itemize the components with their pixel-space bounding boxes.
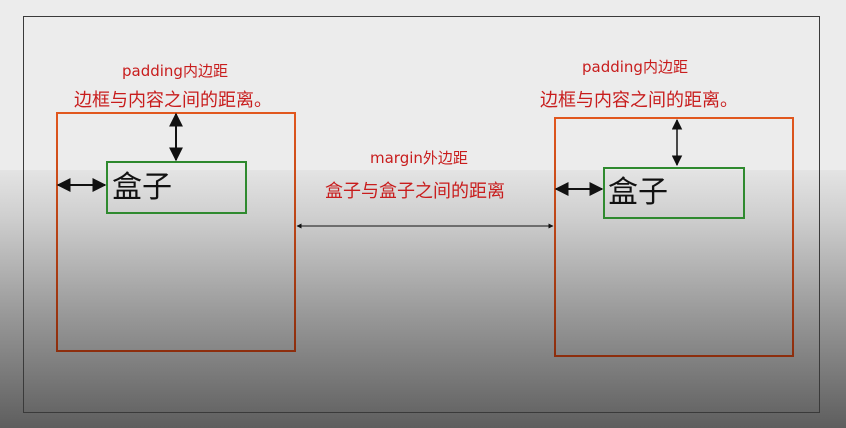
margin-desc: 盒子与盒子之间的距离 — [325, 181, 505, 202]
left-padding-title: padding内边距 — [122, 62, 228, 80]
diagram-frame — [23, 16, 820, 413]
left-content-label: 盒子 — [112, 170, 172, 205]
right-content-label: 盒子 — [608, 175, 668, 210]
right-padding-title: padding内边距 — [582, 58, 688, 76]
left-padding-desc: 边框与内容之间的距离。 — [74, 90, 272, 111]
margin-title: margin外边距 — [370, 149, 468, 167]
right-inner-box — [603, 167, 745, 219]
left-outer-box — [56, 112, 296, 352]
left-inner-box — [106, 161, 247, 214]
right-padding-desc: 边框与内容之间的距离。 — [540, 90, 738, 111]
